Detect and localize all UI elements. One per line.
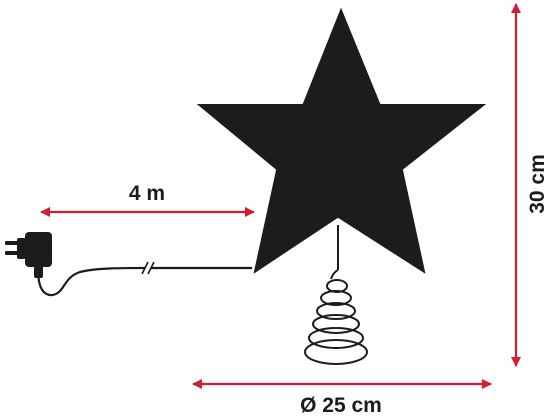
height-label: 30 cm bbox=[526, 154, 549, 214]
plug-prong-top bbox=[5, 241, 19, 245]
star-tree-topper-icon bbox=[193, 4, 490, 277]
adapter-strain-relief bbox=[34, 266, 43, 278]
adapter-body bbox=[25, 232, 52, 267]
power-cable bbox=[37, 261, 252, 297]
cable-length-label: 4 m bbox=[129, 182, 165, 205]
cable-line bbox=[37, 266, 146, 297]
spring-coil-top bbox=[330, 269, 339, 280]
spiral-spring-icon bbox=[304, 225, 368, 365]
spring-coil-1 bbox=[304, 339, 368, 365]
power-adapter-plug-icon bbox=[5, 232, 52, 278]
plug-prong-bottom bbox=[5, 251, 19, 255]
spring-coil-4 bbox=[316, 302, 356, 320]
plug-neck bbox=[17, 238, 26, 259]
cable-break-mark-right bbox=[147, 261, 155, 275]
spring-coil-6 bbox=[326, 279, 348, 293]
spring-coil-2 bbox=[308, 327, 364, 349]
diameter-label: Ø 25 cm bbox=[300, 394, 382, 417]
spring-coil-3 bbox=[312, 314, 360, 334]
cable-break-mark-left bbox=[141, 261, 149, 275]
